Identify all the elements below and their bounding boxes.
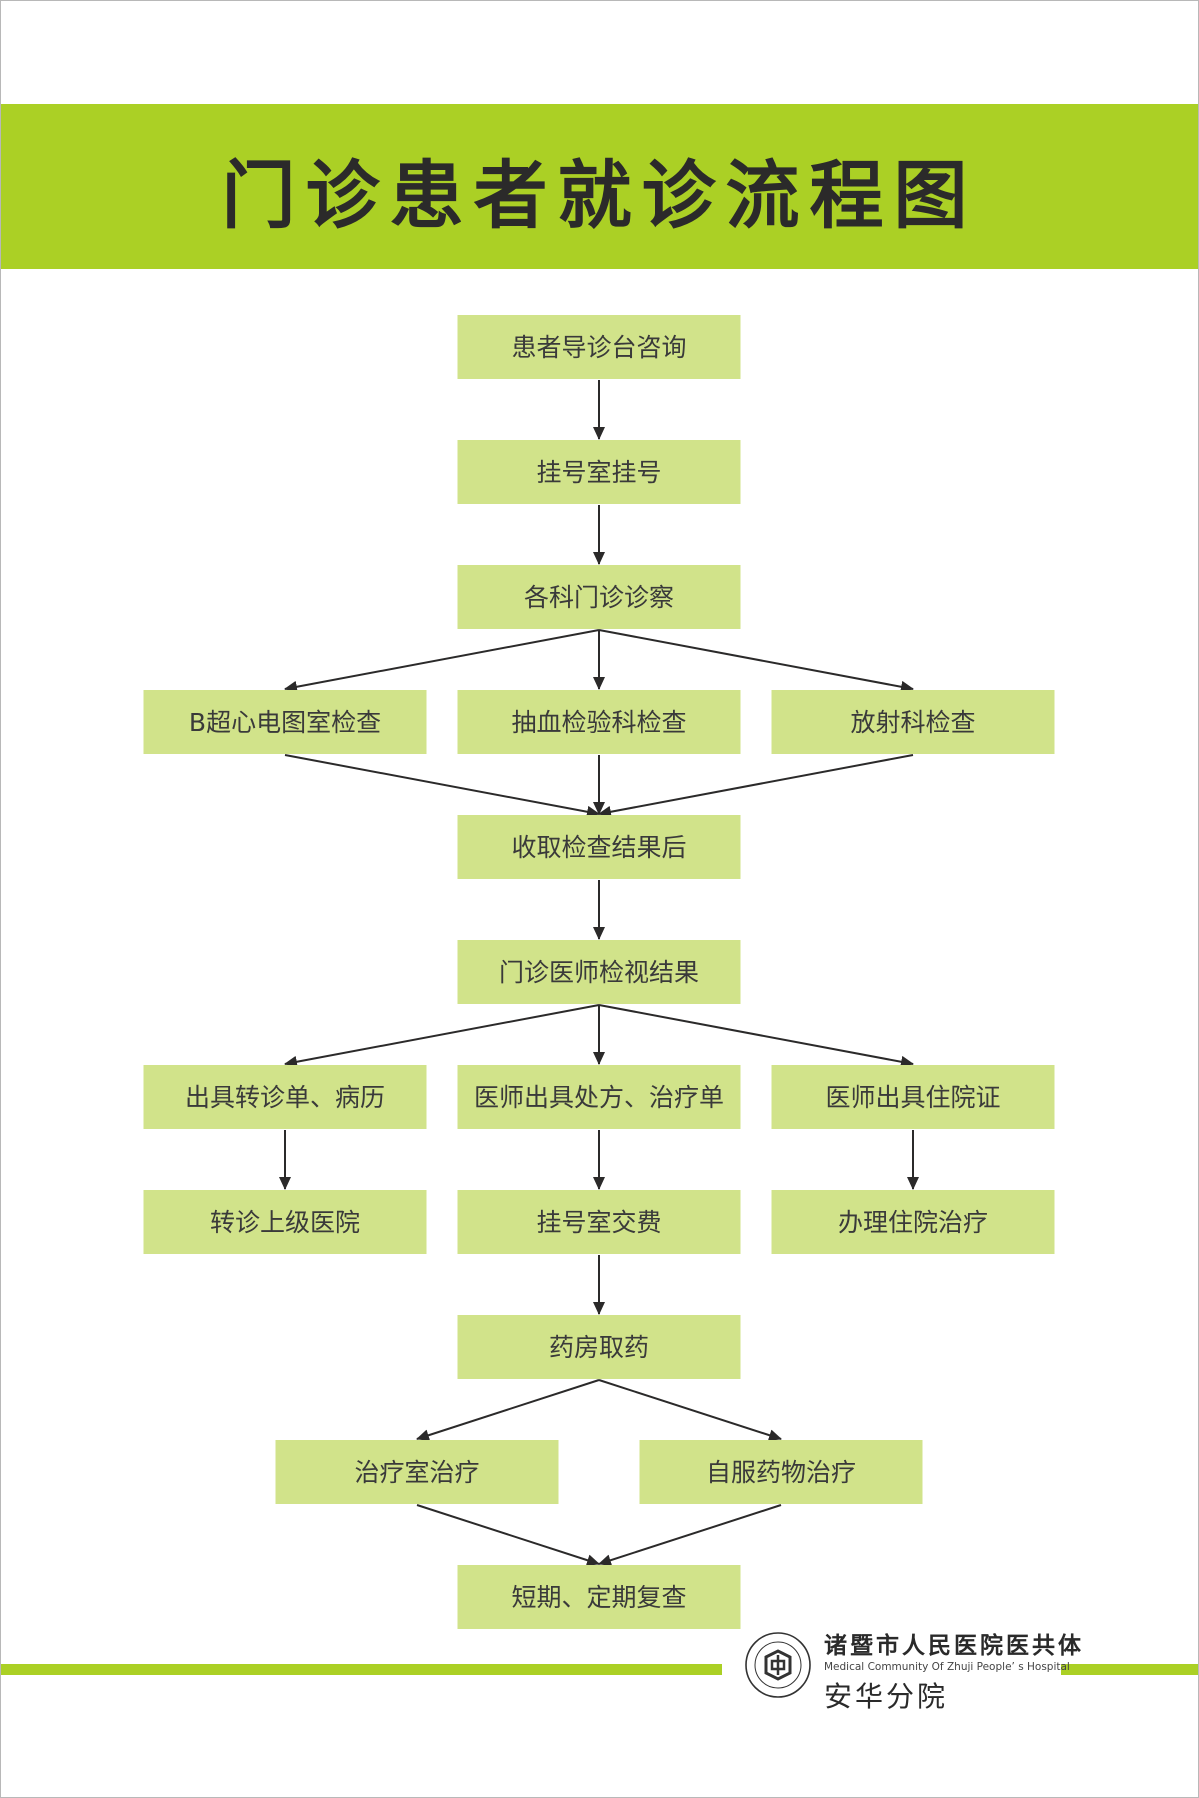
- flow-node-label: 收取检查结果后: [511, 833, 686, 862]
- flow-node: 挂号室挂号: [457, 440, 741, 504]
- flow-node-box: [457, 565, 741, 629]
- flow-node-box: [771, 690, 1055, 754]
- flow-arrow: [416, 1379, 600, 1442]
- flow-node-box: [457, 1190, 741, 1254]
- flow-node: 放射科检查: [771, 690, 1055, 754]
- footer-line-left: [1, 1664, 722, 1675]
- flow-node-box: [457, 1315, 741, 1379]
- branch-name: 安华分院: [824, 1680, 949, 1713]
- flow-node: 出具转诊单、病历: [143, 1065, 427, 1129]
- flow-node: 患者导诊台咨询: [457, 315, 741, 379]
- flow-node-label: 转诊上级医院: [210, 1208, 360, 1237]
- flow-arrow: [598, 1004, 914, 1068]
- title-banner: 门诊患者就诊流程图: [1, 104, 1198, 269]
- flow-node: 抽血检验科检查: [457, 690, 741, 754]
- flow-node-box: [639, 1440, 923, 1504]
- flow-node-label: 药房取药: [549, 1333, 649, 1362]
- flow-node-label: 门诊医师检视结果: [499, 958, 699, 987]
- flow-node-box: [457, 315, 741, 379]
- flow-node-box: [457, 1565, 741, 1629]
- flow-node-label: 挂号室交费: [536, 1208, 661, 1237]
- hospital-logo: [745, 1632, 811, 1698]
- flow-node: 医师出具住院证: [771, 1065, 1055, 1129]
- flow-node-box: [143, 690, 427, 754]
- flow-node-label: 放射科检查: [850, 708, 975, 737]
- flow-node-box: [457, 1065, 741, 1129]
- org-english-name: Medical Community Of Zhuji People’ s Hos…: [824, 1661, 1070, 1673]
- flow-arrow: [598, 1379, 782, 1442]
- flow-node: B超心电图室检查: [143, 690, 427, 754]
- flow-node-label: 自服药物治疗: [706, 1458, 856, 1487]
- flow-node: 治疗室治疗: [275, 1440, 559, 1504]
- footer-org: 诸暨市人民医院医共体 Medical Community Of Zhuji Pe…: [824, 1626, 1084, 1713]
- flow-node-box: [457, 690, 741, 754]
- flow-node: 医师出具处方、治疗单: [457, 1065, 741, 1129]
- flow-node-label: 挂号室挂号: [536, 458, 661, 487]
- page-title: 门诊患者就诊流程图: [221, 153, 978, 239]
- flow-node-box: [771, 1190, 1055, 1254]
- flow-node-box: [771, 1065, 1055, 1129]
- flow-node: 短期、定期复查: [457, 1565, 741, 1629]
- flow-node-box: [275, 1440, 559, 1504]
- flow-node: 挂号室交费: [457, 1190, 741, 1254]
- flow-node-box: [143, 1190, 427, 1254]
- flow-arrow: [598, 1504, 782, 1567]
- flow-node-box: [457, 940, 741, 1004]
- flow-arrow: [284, 754, 600, 818]
- flow-node-label: 各科门诊诊察: [524, 583, 674, 612]
- flow-node: 药房取药: [457, 1315, 741, 1379]
- flow-arrow: [598, 629, 914, 693]
- flow-node: 自服药物治疗: [639, 1440, 923, 1504]
- flow-node-label: 治疗室治疗: [354, 1458, 479, 1487]
- flow-node-label: 出具转诊单、病历: [185, 1083, 385, 1112]
- flow-node-label: 短期、定期复查: [511, 1583, 686, 1612]
- flow-node: 办理住院治疗: [771, 1190, 1055, 1254]
- flow-node-label: 办理住院治疗: [838, 1208, 988, 1237]
- org-name: 诸暨市人民医院医共体: [824, 1632, 1084, 1659]
- flow-node: 各科门诊诊察: [457, 565, 741, 629]
- flow-node-label: B超心电图室检查: [189, 708, 381, 737]
- flow-arrow: [284, 1004, 600, 1068]
- flow-arrow: [416, 1504, 600, 1567]
- flow-arrow: [284, 629, 600, 693]
- flow-node: 门诊医师检视结果: [457, 940, 741, 1004]
- flow-node-label: 患者导诊台咨询: [511, 333, 686, 362]
- flow-node-label: 医师出具处方、治疗单: [474, 1083, 724, 1112]
- flow-node-box: [457, 440, 741, 504]
- flow-node-label: 医师出具住院证: [825, 1083, 1000, 1112]
- flow-node: 转诊上级医院: [143, 1190, 427, 1254]
- footer-line-right: [1061, 1664, 1198, 1675]
- flow-node-label: 抽血检验科检查: [511, 708, 686, 737]
- flow-node-box: [143, 1065, 427, 1129]
- flow-node-box: [457, 815, 741, 879]
- flow-arrow: [598, 754, 914, 818]
- flow-node: 收取检查结果后: [457, 815, 741, 879]
